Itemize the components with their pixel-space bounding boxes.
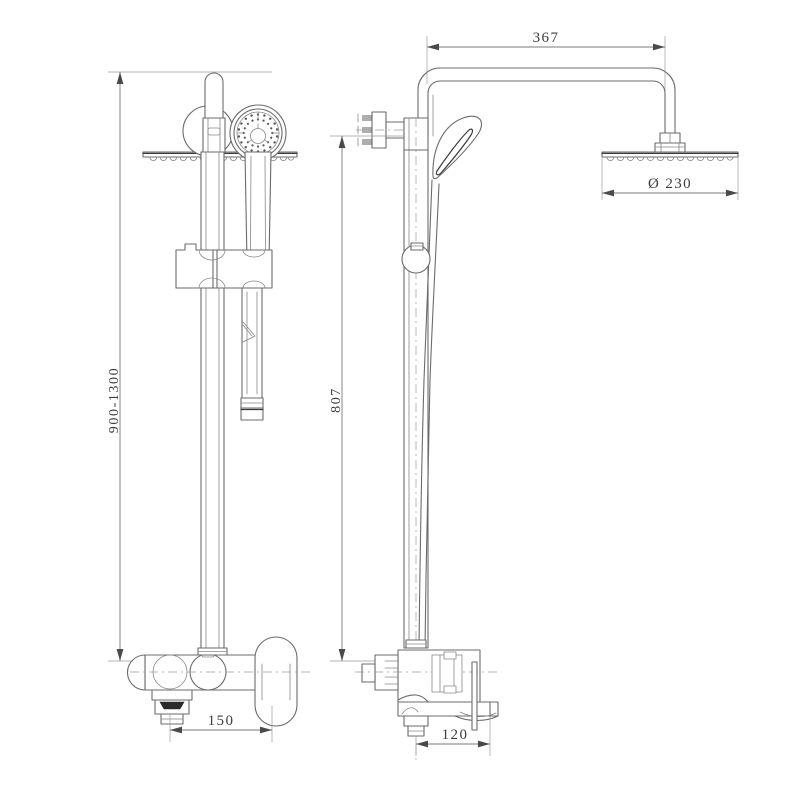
wall-inlet-connector-side: [356, 111, 412, 149]
dimension-label-side-height: 807: [329, 387, 344, 413]
hand-shower-nozzle-dots: [237, 113, 279, 153]
shower-arm-side: [417, 67, 676, 137]
hand-shower-spokes: [236, 111, 280, 134]
dimension-label-arm-reach: 367: [533, 30, 560, 46]
wall-inlet-threads: [362, 115, 372, 145]
slider-bracket-front: [175, 243, 273, 289]
dimension-label-side-depth: 120: [442, 727, 469, 743]
bath-shower-mixer-front: [126, 636, 310, 727]
riser-rail-front: [200, 151, 225, 649]
hand-shower-side: [432, 115, 482, 180]
dimension-side-depth: 120: [415, 716, 491, 756]
dimension-front-width: 150: [169, 706, 273, 742]
dimension-label-front-height: 900-1300: [107, 367, 122, 433]
riser-top-front: [202, 72, 226, 153]
dimension-front-height: 900-1300: [107, 71, 272, 662]
front-view: 900-1300: [107, 71, 310, 742]
hand-shower-handle-front: [244, 151, 272, 265]
shower-hose-front: [240, 287, 264, 421]
dimension-head-diameter: Ø 230: [601, 157, 739, 200]
bath-shower-mixer-side: [355, 639, 500, 737]
dimension-side-height: 807: [329, 135, 404, 662]
rain-head-nozzles-side: [606, 156, 734, 161]
side-view: 367: [329, 30, 739, 760]
hand-shower-head-front: [229, 104, 287, 162]
slider-bracket-side: [401, 242, 431, 274]
rain-head-connector-side: [654, 132, 686, 153]
dimension-label-front-width: 150: [208, 713, 235, 729]
dimension-label-head-diameter: Ø 230: [648, 176, 692, 192]
shower-hose-side: [418, 179, 440, 649]
